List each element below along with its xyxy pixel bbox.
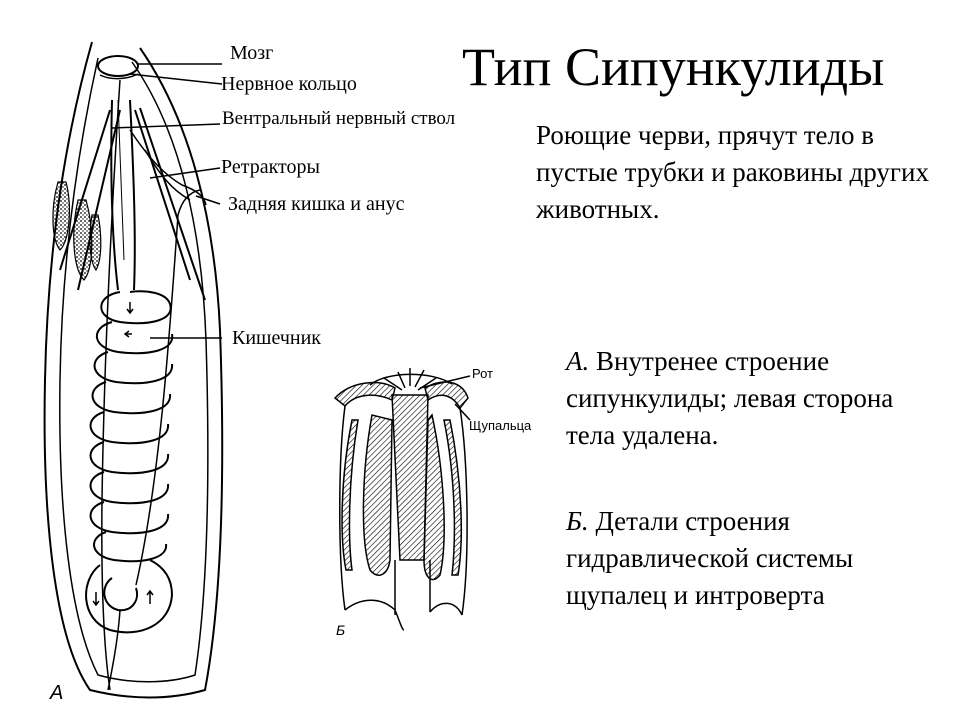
- caption-b-text: Детали строения гидравлической системы щ…: [566, 506, 854, 610]
- figure-b-letter: Б: [336, 622, 346, 638]
- label-intestine: Кишечник: [232, 327, 322, 349]
- leader-hindgut: [195, 195, 221, 205]
- caption-a-letter: А.: [566, 346, 590, 376]
- nephridium-right: [73, 199, 93, 281]
- hindgut: [135, 189, 201, 586]
- body-wall-inner: [59, 57, 209, 683]
- slide-title: Тип Сипункулиды: [462, 37, 885, 97]
- label-tentacles: Щупальца: [469, 418, 532, 433]
- caption-a-text: Внутренее строение сипункулиды; левая ст…: [566, 346, 894, 450]
- tentacle-crown-left: [333, 381, 396, 408]
- body-wall-outer: [43, 41, 224, 699]
- figure-a-letter: А: [50, 682, 64, 704]
- caption-a: А. Внутренее строение сипункулиды; левая…: [566, 343, 901, 454]
- label-hindgut-anus: Задняя кишка и анус: [228, 193, 405, 215]
- leader-retractors: [149, 167, 221, 179]
- label-brain: Мозг: [230, 42, 274, 64]
- right-compensation-sac: [423, 413, 445, 581]
- caption-b: Б. Детали строения гидравлической систем…: [566, 503, 911, 614]
- description-text: Роющие черви, прячут тело в пустые трубк…: [536, 120, 929, 224]
- left-compensation-sac: [362, 414, 393, 576]
- ventral-nerve-cord: [101, 79, 121, 691]
- leader-ventral-nerve-cord: [111, 123, 221, 129]
- label-mouth: Рот: [472, 366, 493, 381]
- caption-b-letter: Б.: [566, 506, 589, 536]
- label-retractors: Ретракторы: [221, 156, 320, 178]
- central-column: [391, 394, 429, 561]
- leader-nerve-ring: [129, 73, 223, 85]
- brain: [97, 55, 139, 77]
- retractor-muscles: [59, 107, 206, 301]
- label-ventral-nerve-cord: Вентральный нервный ствол: [222, 108, 456, 129]
- nephridium-left: [52, 181, 70, 251]
- label-nerve-ring: Нервное кольцо: [221, 73, 357, 95]
